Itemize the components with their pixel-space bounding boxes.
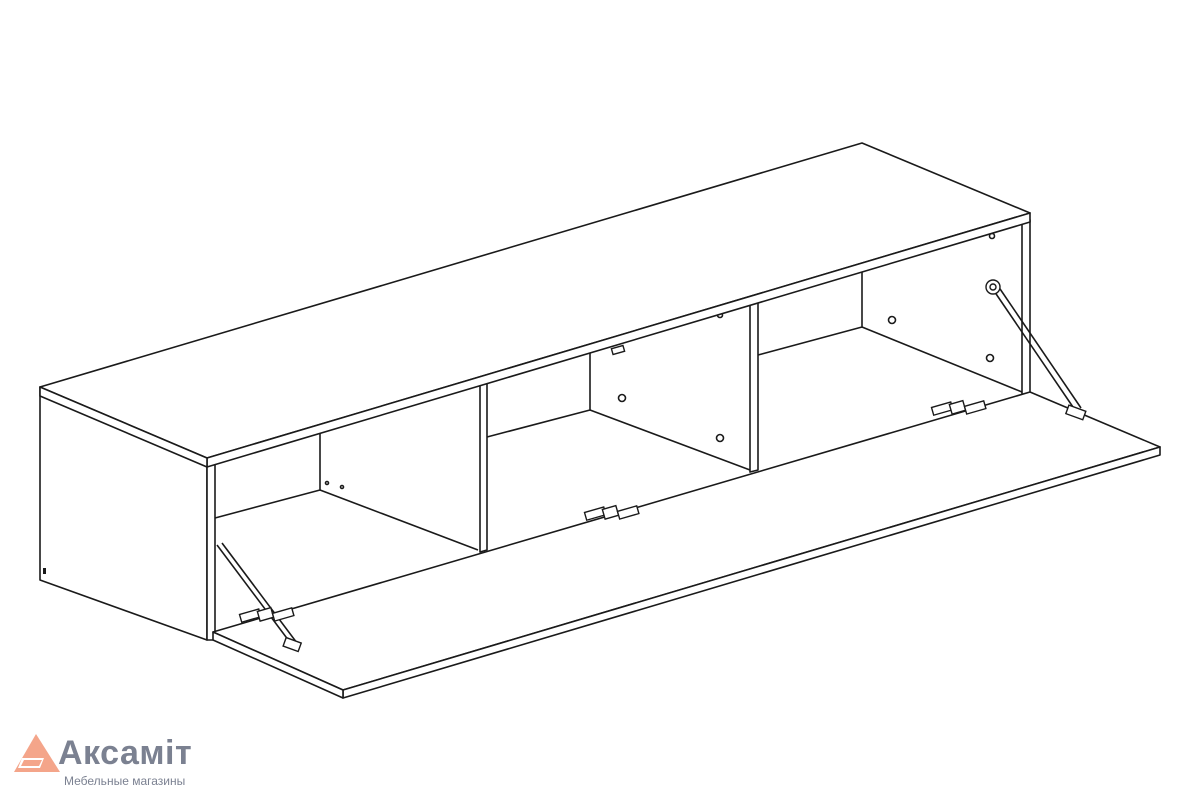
cabinet-right-side <box>1021 219 1031 398</box>
hinge <box>610 344 626 356</box>
logo-name: Аксамiт <box>58 734 193 772</box>
cabinet-interior <box>214 232 1023 551</box>
logo-tagline: Мебельные магазины <box>64 774 186 788</box>
logo-mark-icon <box>14 734 60 772</box>
flap-door <box>212 391 1161 699</box>
hinge <box>238 606 295 624</box>
hinges <box>238 344 987 624</box>
logo: Аксамiт Мебельные магазины <box>14 734 214 794</box>
cabinet-top <box>39 142 1031 468</box>
hinge <box>930 399 987 417</box>
lift-stays <box>216 279 1087 653</box>
hinge <box>583 504 640 522</box>
